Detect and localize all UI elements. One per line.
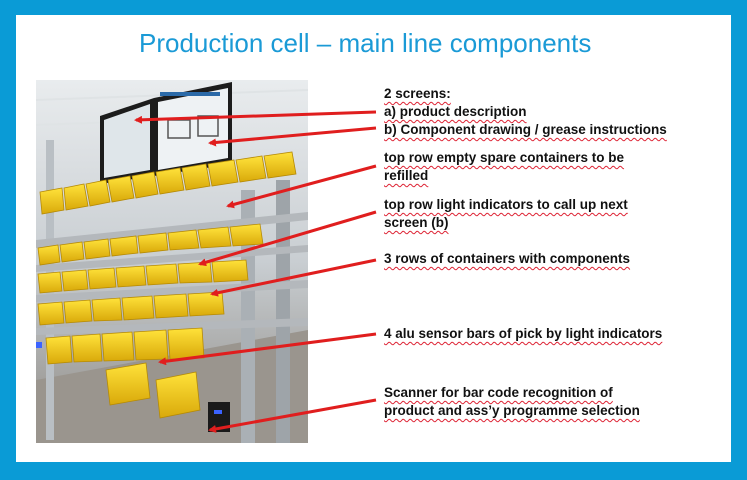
label-top-row-empty: top row empty spare containers to be ref… [384, 149, 624, 185]
label-top-row-light-line-2: screen (b) [384, 215, 449, 230]
label-screens-line-1: 2 screens: [384, 86, 451, 101]
label-top-row-empty-line-2: refilled [384, 168, 429, 183]
label-top-row-light-line-1: top row light indicators to call up next [384, 197, 628, 212]
label-three-rows-line-1: 3 rows of containers with components [384, 251, 631, 266]
label-top-row-light: top row light indicators to call up next… [384, 196, 628, 232]
label-screens-line-3: b) Component drawing / grease instructio… [384, 122, 667, 137]
production-cell-photo [36, 80, 308, 443]
label-scanner: Scanner for bar code recognition of prod… [384, 384, 640, 420]
label-screens: 2 screens: a) product description b) Com… [384, 85, 667, 139]
label-top-row-empty-line-1: top row empty spare containers to be [384, 150, 625, 165]
label-screens-line-2: a) product description [384, 104, 527, 119]
label-sensor-bars-line-1: 4 alu sensor bars of pick by light indic… [384, 326, 663, 341]
photo-illustration [36, 80, 308, 443]
label-three-rows: 3 rows of containers with components [384, 250, 630, 268]
label-sensor-bars: 4 alu sensor bars of pick by light indic… [384, 325, 662, 343]
slide-title: Production cell – main line components [139, 28, 592, 58]
label-scanner-line-2: product and ass’y programme selection [384, 403, 640, 418]
label-scanner-line-1: Scanner for bar code recognition of [384, 385, 613, 400]
